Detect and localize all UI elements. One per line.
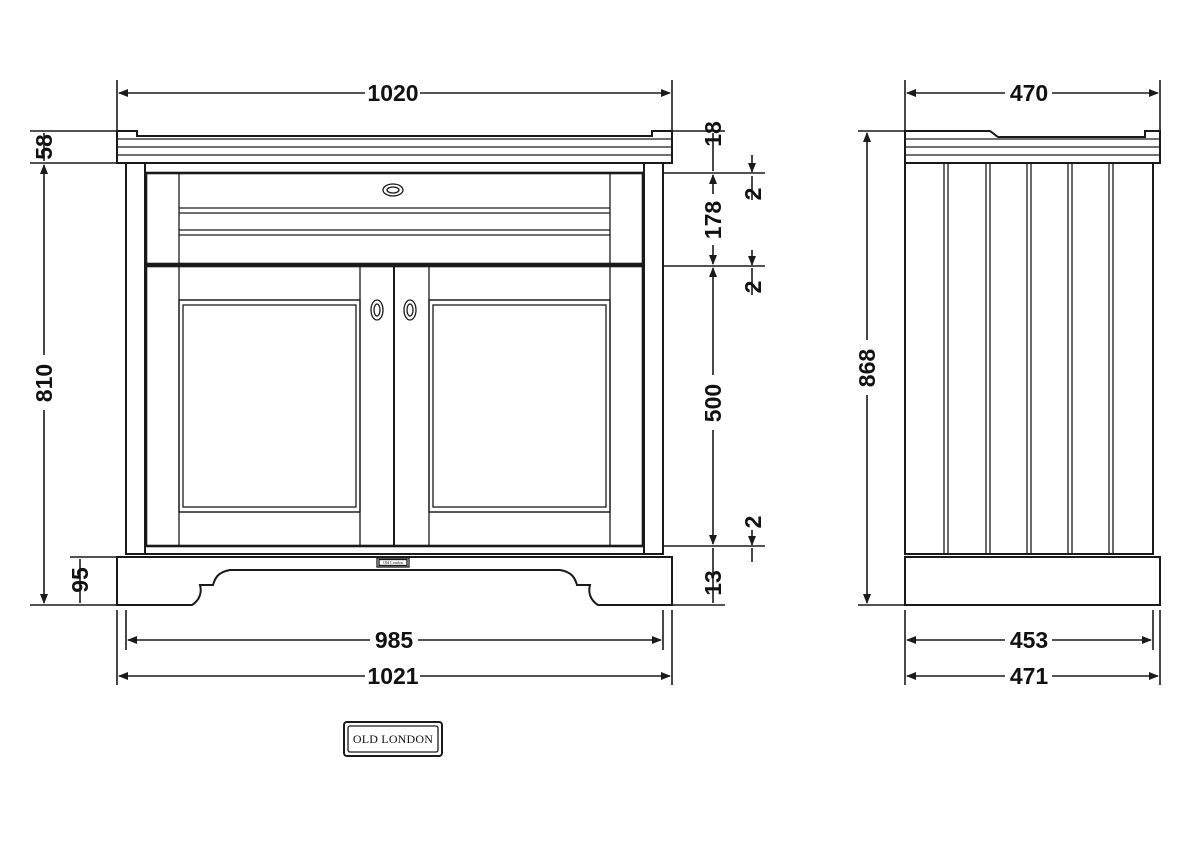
worktop <box>116 130 673 164</box>
drawer <box>144 171 645 266</box>
dim-top-width: 1020 <box>367 80 418 106</box>
dim-gap-bottom: 2 <box>740 516 766 529</box>
side-panel-grooves <box>943 163 1114 554</box>
drawer-handle-icon <box>382 183 404 197</box>
brand-logo: OLD LONDON <box>343 721 443 757</box>
plinth-badge: Old London <box>383 560 402 565</box>
front-view: Old London <box>116 130 673 606</box>
door-handle-right-icon <box>403 299 417 321</box>
dim-plinth-height: 95 <box>67 567 93 593</box>
brand-logo-text: OLD LONDON <box>353 732 433 746</box>
plinth: Old London <box>116 553 673 606</box>
dim-top-thickness: 58 <box>31 134 57 160</box>
dim-side-body-depth: 453 <box>1010 627 1048 653</box>
dim-base-gap: 13 <box>700 570 726 596</box>
dim-side-overall-depth: 471 <box>1010 663 1049 689</box>
dim-top-edge: 18 <box>700 121 726 147</box>
dim-side-top-depth: 470 <box>1010 80 1048 106</box>
dim-overall-width: 1021 <box>367 663 418 689</box>
dim-gap-top: 2 <box>740 188 766 201</box>
door-handle-left-icon <box>370 299 384 321</box>
dimension-lines <box>30 80 1161 685</box>
dimension-labels: 1020 58 810 95 18 2 178 2 500 2 13 985 1… <box>31 80 1048 689</box>
dim-drawer-height: 178 <box>700 201 726 240</box>
dim-total-height-front: 810 <box>31 364 57 402</box>
doors <box>144 264 645 548</box>
side-view <box>904 130 1161 606</box>
dim-door-height: 500 <box>700 384 726 422</box>
dim-inner-width: 985 <box>375 627 414 653</box>
dim-gap-mid: 2 <box>740 281 766 294</box>
dim-side-height: 868 <box>854 349 880 388</box>
